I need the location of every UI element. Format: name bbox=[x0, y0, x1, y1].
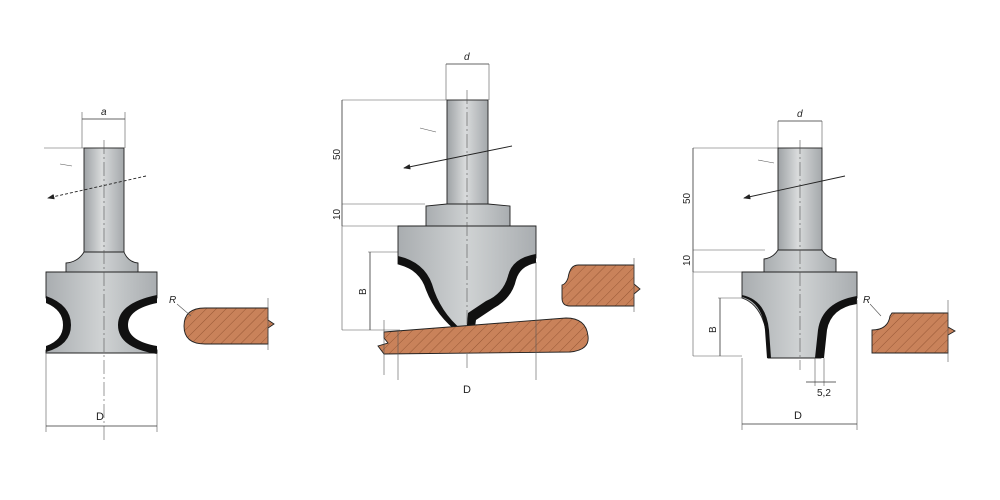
dimension-height-B: B bbox=[692, 272, 742, 357]
workpiece-round-over bbox=[871, 312, 956, 354]
workpiece-board bbox=[377, 317, 589, 355]
label-length-50: 50 bbox=[682, 192, 693, 204]
cutter-collar bbox=[425, 203, 511, 227]
dimension-shank-a: a bbox=[81, 107, 126, 148]
dimension-collar-10: 10 bbox=[332, 203, 425, 227]
label-diameter-D: D bbox=[794, 410, 802, 422]
label-radius-R: R bbox=[169, 295, 176, 306]
figure-round-over-bit: d 50 10 B bbox=[682, 109, 956, 430]
dimension-length-50: 50 bbox=[332, 99, 447, 204]
workpiece-ogee-sample bbox=[561, 264, 641, 307]
label-diameter-D: D bbox=[96, 411, 104, 423]
figure-ogee-bit: d 50 10 B bbox=[332, 52, 641, 396]
label-shank-d: d bbox=[464, 52, 470, 63]
label-collar-10: 10 bbox=[682, 254, 693, 266]
dimension-collar-10: 10 bbox=[682, 249, 765, 273]
label-radius-R-group: R bbox=[169, 295, 192, 317]
cutter-blade-left bbox=[398, 256, 466, 334]
label-radius-R-group: R bbox=[863, 295, 882, 317]
figure-cove-bit: a D R bbox=[44, 107, 275, 440]
dimension-offset-5-2: 5,2 bbox=[806, 358, 836, 399]
workpiece-cove bbox=[183, 307, 275, 345]
cutter-blade-right bbox=[118, 295, 157, 354]
label-length-50: 50 bbox=[332, 148, 343, 160]
label-height-B: B bbox=[358, 288, 369, 295]
dimension-diameter-D: D bbox=[741, 300, 858, 430]
cutter-blade-right bbox=[815, 296, 857, 358]
cutter-blade-left bbox=[46, 296, 71, 352]
label-height-B: B bbox=[708, 326, 719, 333]
dimension-diameter-D: D bbox=[45, 353, 158, 432]
cutter-blade-right bbox=[466, 254, 536, 334]
label-offset-5-2: 5,2 bbox=[817, 388, 831, 399]
dimension-length-50: 50 bbox=[682, 147, 778, 250]
cutter-collar bbox=[65, 251, 139, 273]
label-diameter-D: D bbox=[463, 384, 471, 396]
label-collar-10: 10 bbox=[332, 208, 343, 220]
dimension-shank-d: d bbox=[777, 109, 823, 148]
dimension-shank-d: d bbox=[445, 52, 490, 100]
label-shank-a: a bbox=[101, 107, 107, 118]
cutter-blade-left bbox=[742, 295, 771, 358]
dimension-height-B: B bbox=[341, 226, 400, 331]
label-radius-R: R bbox=[863, 295, 870, 306]
label-shank-d: d bbox=[797, 109, 803, 120]
cutter-body bbox=[741, 271, 858, 359]
